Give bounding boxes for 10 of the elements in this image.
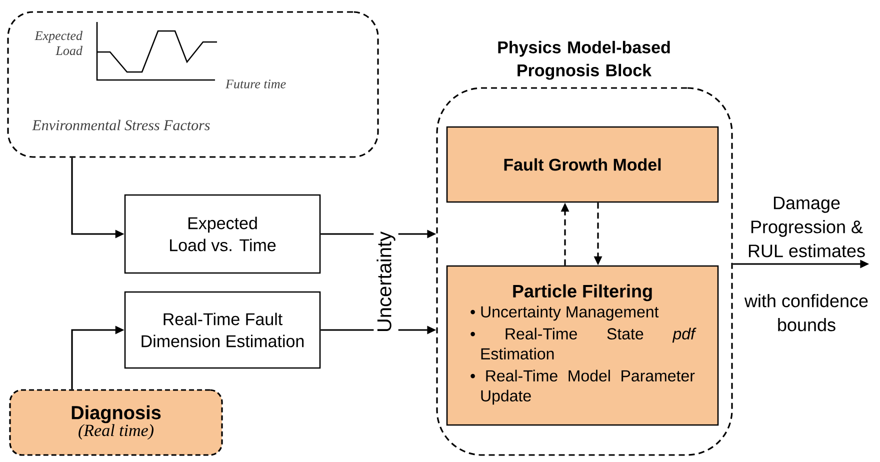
process-box: Expected Load vs. Time: [124, 194, 321, 274]
node-label: Physics Model-based Prognosis Block: [498, 40, 670, 80]
output-text: Damage Progression & RUL estimates with confidence bounds: [744, 196, 868, 332]
axis-label: Future time: [225, 80, 286, 88]
diagnosis-box: Diagnosis (Real time): [9, 389, 223, 456]
uncertainty-label: Uncertainty: [374, 228, 398, 336]
axis-label: Expected Load: [34, 30, 83, 56]
process-box: Real-Time Fault Dimension Estimation: [124, 291, 321, 369]
filter-box: Particle Filtering • Uncertainty Management • Real-Time State pdf Estimation • Real-Time Model Parameter Update: [446, 265, 719, 426]
model-box: Fault Growth Model: [446, 126, 719, 203]
